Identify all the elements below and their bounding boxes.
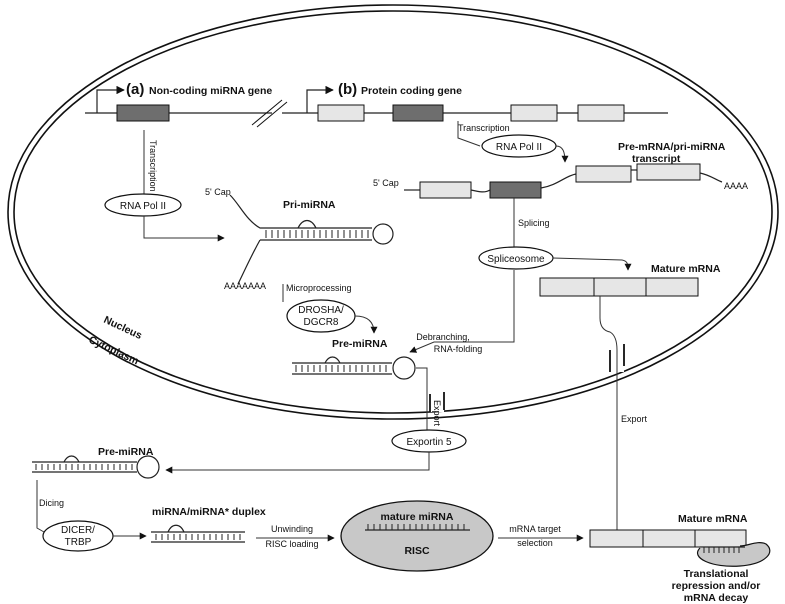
pri-mirna-label: Pri-miRNA xyxy=(283,199,336,211)
pri-mirna-polya-label: AAAAAAA xyxy=(224,281,266,291)
mrna-export-label: Export xyxy=(621,414,648,424)
spliceosome-to-mrna-arrow xyxy=(552,257,632,271)
transcription-b-label: Transcription xyxy=(458,123,510,133)
mature-mrna-nucleus-label: Mature mRNA xyxy=(651,263,721,275)
mature-mrna-cyto-label: Mature mRNA xyxy=(678,513,748,525)
transcript-label-2: transcript xyxy=(632,153,681,165)
mirna-duplex xyxy=(151,524,245,543)
transcription-a-arrow xyxy=(143,216,225,242)
debranching-arrow xyxy=(409,270,515,353)
gene-a-dna xyxy=(85,85,272,122)
pri-mirna-hairpin xyxy=(229,194,394,285)
dicer-label-1: DICER/ xyxy=(61,525,95,536)
gene-b-dna xyxy=(282,85,668,122)
pre-mirna-nucleus-label: Pre-miRNA xyxy=(332,338,388,350)
mature-mirna-label: mature miRNA xyxy=(381,511,454,523)
transcription-b-arrow xyxy=(555,145,569,163)
rna-pol-a-label: RNA Pol II xyxy=(120,201,166,212)
gene-b-name: Protein coding gene xyxy=(361,85,462,97)
unwinding-label-2: RISC loading xyxy=(265,539,318,549)
exportin-label: Exportin 5 xyxy=(406,437,451,448)
mirna-export-label: Export xyxy=(432,400,442,427)
duplex-label: miRNA/miRNA* duplex xyxy=(152,506,266,518)
promoter-arrow-b xyxy=(306,85,334,113)
pre-mirna-cyto-label: Pre-miRNA xyxy=(98,446,154,458)
rna-pol-b-label: RNA Pol II xyxy=(496,142,542,153)
mature-mrna-nucleus xyxy=(539,277,699,297)
pri-mirna-cap-label: 5' Cap xyxy=(205,187,231,197)
dicer-label-2: TRBP xyxy=(65,537,92,548)
transcription-b-line xyxy=(457,121,481,147)
promoter-arrow-a xyxy=(96,85,125,113)
dna-break-symbol xyxy=(251,99,288,128)
transcription-a-label: Transcription xyxy=(148,140,158,192)
exportin-to-pre-mirna-arrow xyxy=(165,452,430,474)
target-selection-label-1: mRNA target xyxy=(509,524,561,534)
spliceosome-label: Spliceosome xyxy=(487,254,545,265)
risc-complex xyxy=(340,500,494,572)
drosha-label-1: DROSHA/ xyxy=(298,305,344,316)
dicing-label: Dicing xyxy=(39,498,64,508)
target-selection-label-2: selection xyxy=(517,538,553,548)
nucleus-membrane xyxy=(7,4,779,420)
microprocessing-arrow xyxy=(354,315,378,334)
mature-mirna-strand xyxy=(365,524,470,531)
outcome-label-2: repression and/or xyxy=(672,580,761,592)
drosha-label-2: DGCR8 xyxy=(303,317,338,328)
debranching-label-2: RNA-folding xyxy=(434,344,483,354)
microprocessing-label: Microprocessing xyxy=(286,283,352,293)
pore-gap-mirna xyxy=(430,396,444,412)
gene-b-letter: (b) xyxy=(338,81,357,98)
pre-mrna-transcript xyxy=(404,163,723,199)
outcome-label-1: Translational xyxy=(684,568,749,580)
nuclear-pore-mrna xyxy=(609,344,625,372)
gene-a-letter: (a) xyxy=(126,81,144,98)
nuclear-pore-mirna xyxy=(429,392,445,412)
transcript-cap-label: 5' Cap xyxy=(373,178,399,188)
mature-mrna-cyto xyxy=(589,529,747,548)
pre-mirna-nucleus-hairpin xyxy=(292,356,416,380)
pre-mirna-cyto-hairpin xyxy=(32,455,160,479)
splicing-label: Splicing xyxy=(518,218,550,228)
unwinding-label-1: Unwinding xyxy=(271,524,313,534)
transcript-label-1: Pre-mRNA/pri-miRNA xyxy=(618,141,726,153)
debranching-label-1: Debranching, xyxy=(416,332,470,342)
mrna-export-arrow xyxy=(599,296,621,537)
outcome-label-3: mRNA decay xyxy=(684,592,749,604)
transcript-polya-label: AAAA xyxy=(724,181,748,191)
nucleus-label: Nucleus xyxy=(102,314,144,342)
gene-a-name: Non-coding miRNA gene xyxy=(149,85,272,97)
bound-risc-on-mrna xyxy=(697,542,771,567)
rna-pol-a-pill xyxy=(104,193,182,217)
risc-label: RISC xyxy=(404,545,430,557)
dicing-line xyxy=(36,480,45,533)
mirna-export-line xyxy=(416,367,428,430)
